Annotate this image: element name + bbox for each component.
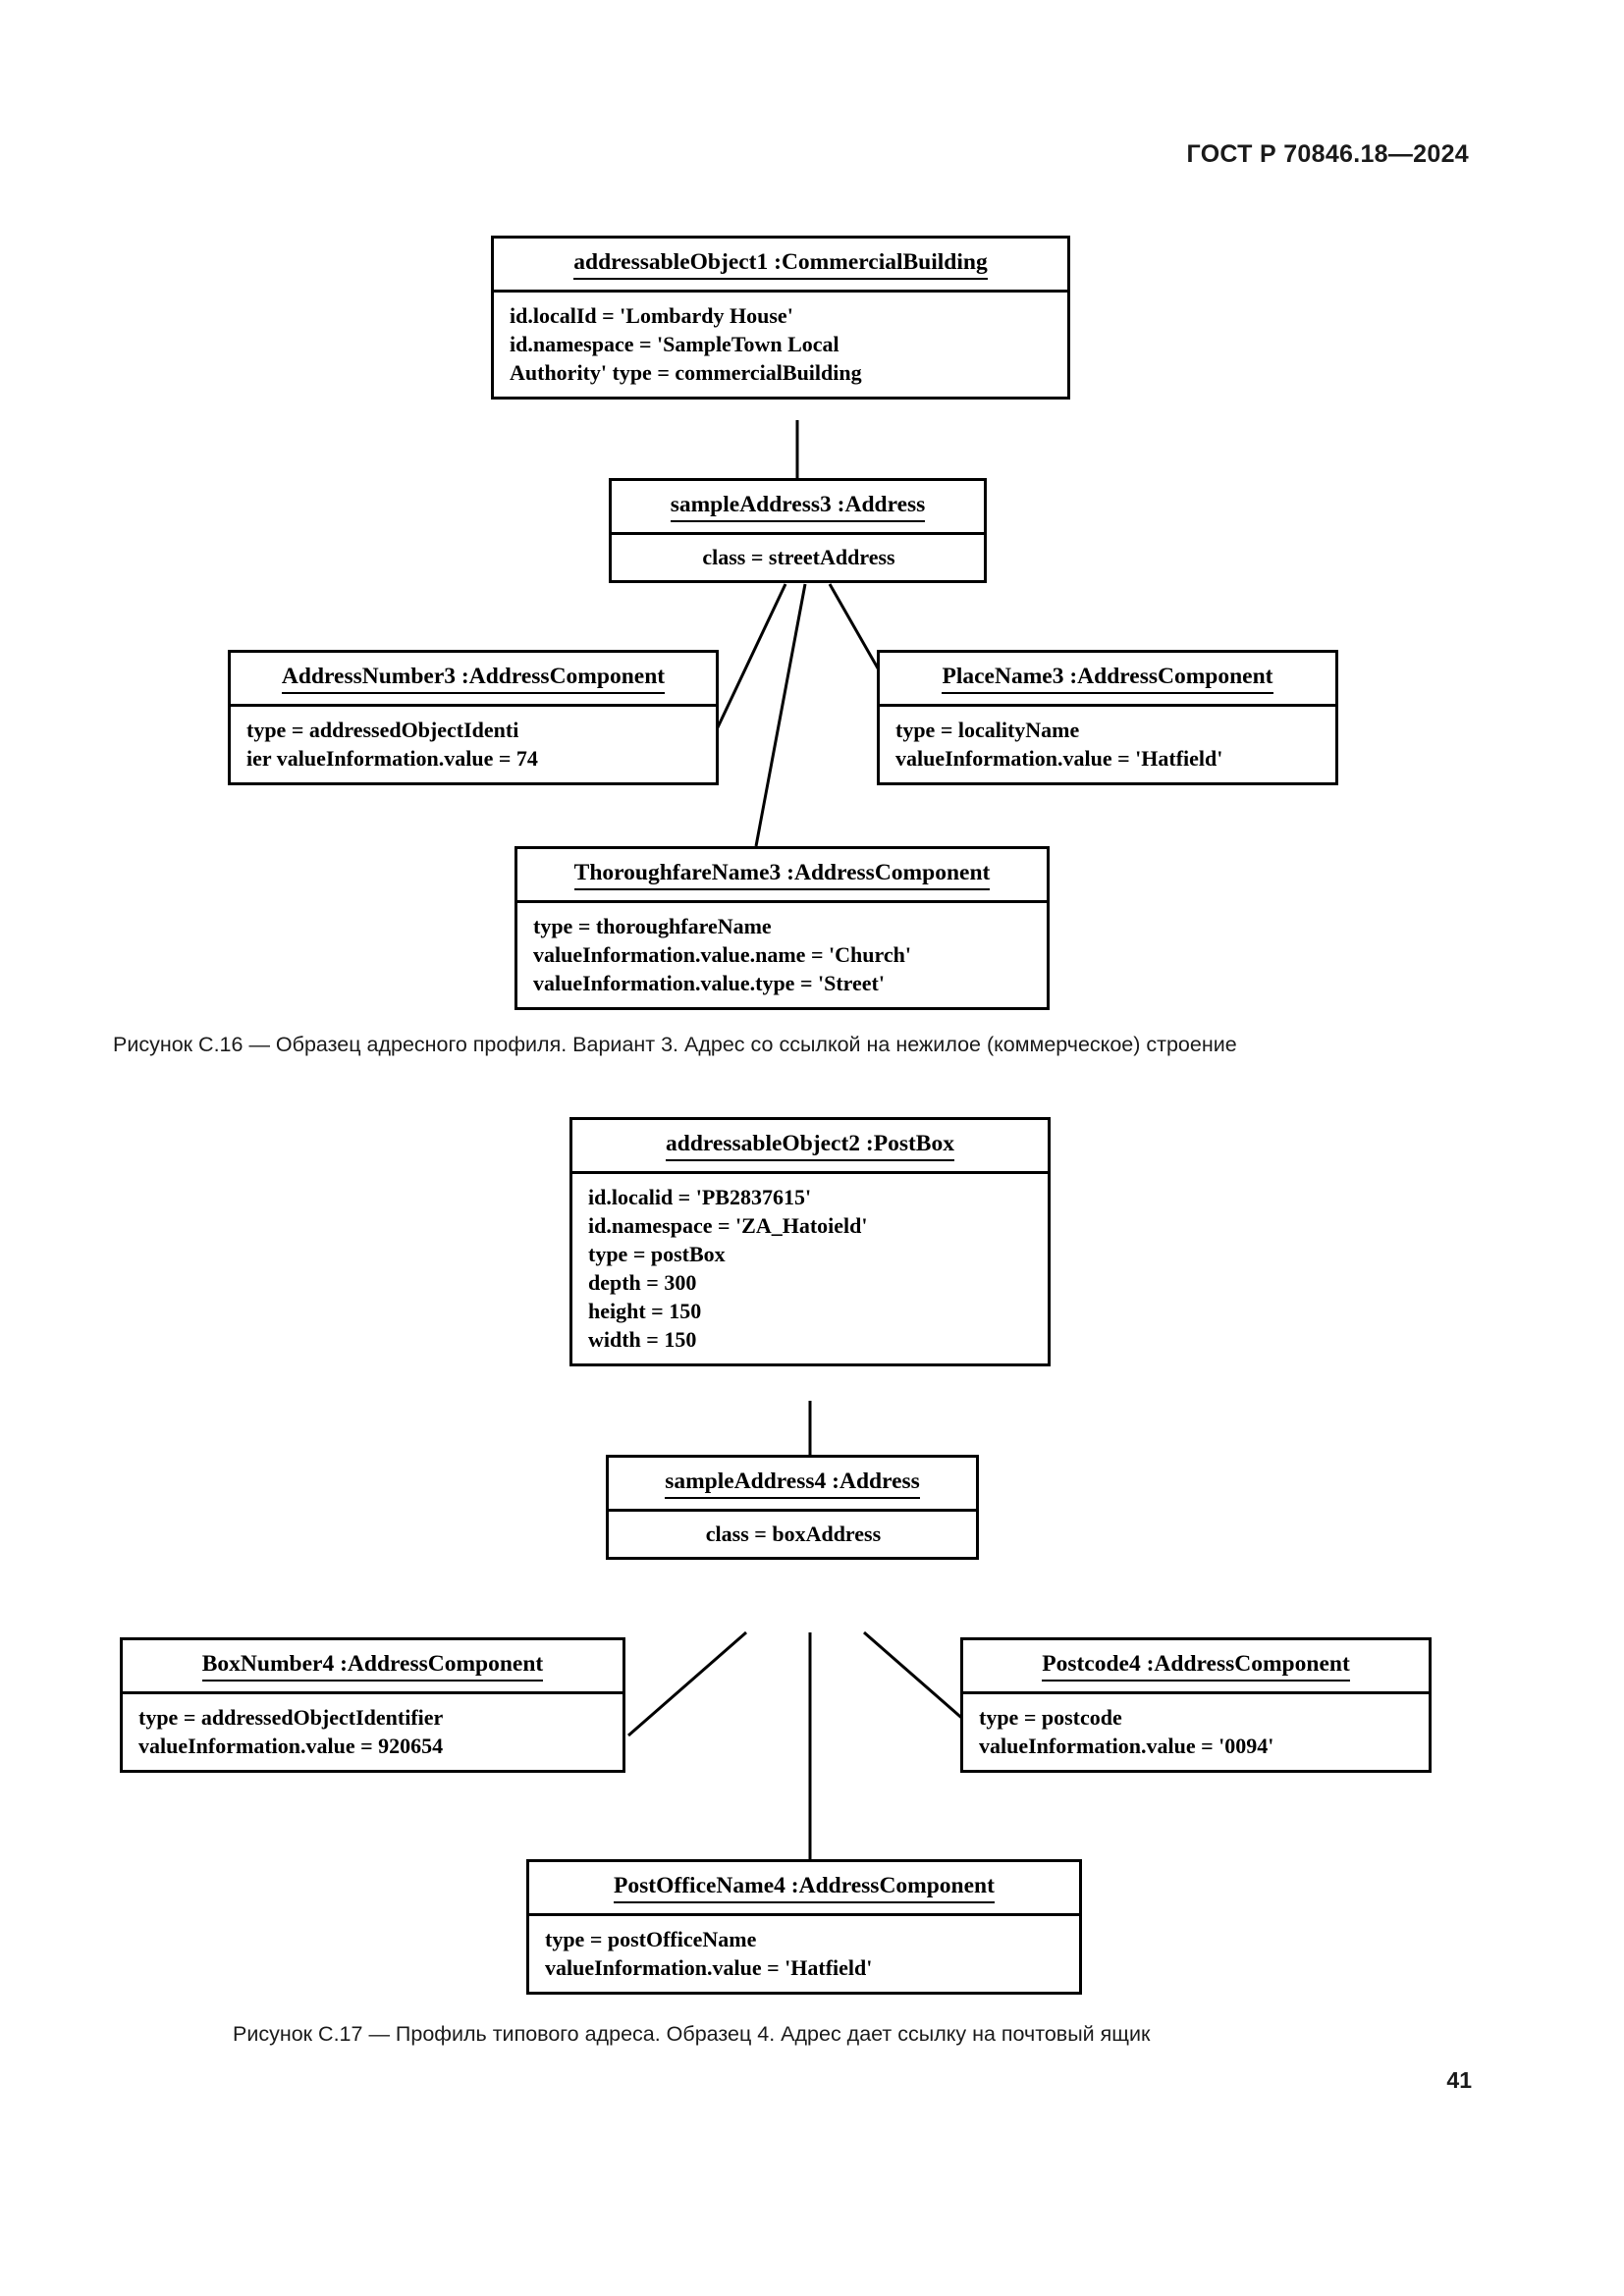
uml-object-postcode4: Postcode4 :AddressComponent type = postc… — [960, 1637, 1432, 1773]
uml-object-attributes: id.localId = 'Lombardy House' id.namespa… — [494, 289, 1067, 397]
uml-object-sampleaddress3: sampleAddress3 :Address class = streetAd… — [609, 478, 987, 583]
uml-object-title: sampleAddress4 :Address — [609, 1458, 976, 1509]
uml-object-addressableobject1: addressableObject1 :CommercialBuilding i… — [491, 236, 1070, 400]
uml-object-attributes: type = postOfficeName valueInformation.v… — [529, 1912, 1079, 1992]
document-standard-header: ГОСТ Р 70846.18—2024 — [1186, 140, 1469, 168]
uml-object-attributes: id.localid = 'PB2837615' id.namespace = … — [572, 1170, 1048, 1363]
uml-object-title: addressableObject2 :PostBox — [572, 1120, 1048, 1171]
uml-object-attributes: type = addressedObjectIdenti ier valueIn… — [231, 703, 716, 782]
uml-object-addressableobject2: addressableObject2 :PostBox id.localid =… — [569, 1117, 1051, 1367]
uml-object-placename3: PlaceName3 :AddressComponent type = loca… — [877, 650, 1338, 785]
uml-object-title: PostOfficeName4 :AddressComponent — [529, 1862, 1079, 1913]
uml-object-title: PlaceName3 :AddressComponent — [880, 653, 1335, 704]
connector-address3-to-thoroughfarename3 — [754, 583, 807, 847]
figure-caption-c17: Рисунок С.17 — Профиль типового адреса. … — [233, 2022, 1151, 2046]
uml-object-attributes: class = streetAddress — [612, 531, 984, 580]
uml-object-title: Postcode4 :AddressComponent — [963, 1640, 1429, 1691]
uml-object-attributes: type = addressedObjectIdentifier valueIn… — [123, 1690, 623, 1770]
uml-object-attributes: type = thoroughfareName valueInformation… — [517, 899, 1047, 1007]
uml-object-title: BoxNumber4 :AddressComponent — [123, 1640, 623, 1691]
uml-object-sampleaddress4: sampleAddress4 :Address class = boxAddre… — [606, 1455, 979, 1560]
uml-object-title: addressableObject1 :CommercialBuilding — [494, 239, 1067, 290]
uml-object-boxnumber4: BoxNumber4 :AddressComponent type = addr… — [120, 1637, 625, 1773]
uml-object-attributes: class = boxAddress — [609, 1508, 976, 1557]
connector-address3-to-addressnumber3 — [707, 583, 787, 747]
uml-object-title: ThoroughfareName3 :AddressComponent — [517, 849, 1047, 900]
uml-object-title: AddressNumber3 :AddressComponent — [231, 653, 716, 704]
uml-object-addressnumber3: AddressNumber3 :AddressComponent type = … — [228, 650, 719, 785]
uml-object-attributes: type = localityName valueInformation.val… — [880, 703, 1335, 782]
uml-object-postofficename4: PostOfficeName4 :AddressComponent type =… — [526, 1859, 1082, 1995]
uml-object-title: sampleAddress3 :Address — [612, 481, 984, 532]
figure-caption-c16: Рисунок С.16 — Образец адресного профиля… — [113, 1033, 1237, 1056]
page-number: 41 — [1446, 2067, 1472, 2093]
uml-object-thoroughfarename3: ThoroughfareName3 :AddressComponent type… — [514, 846, 1050, 1010]
uml-object-attributes: type = postcode valueInformation.value =… — [963, 1690, 1429, 1770]
connector-address4-to-boxnumber4 — [627, 1630, 747, 1737]
